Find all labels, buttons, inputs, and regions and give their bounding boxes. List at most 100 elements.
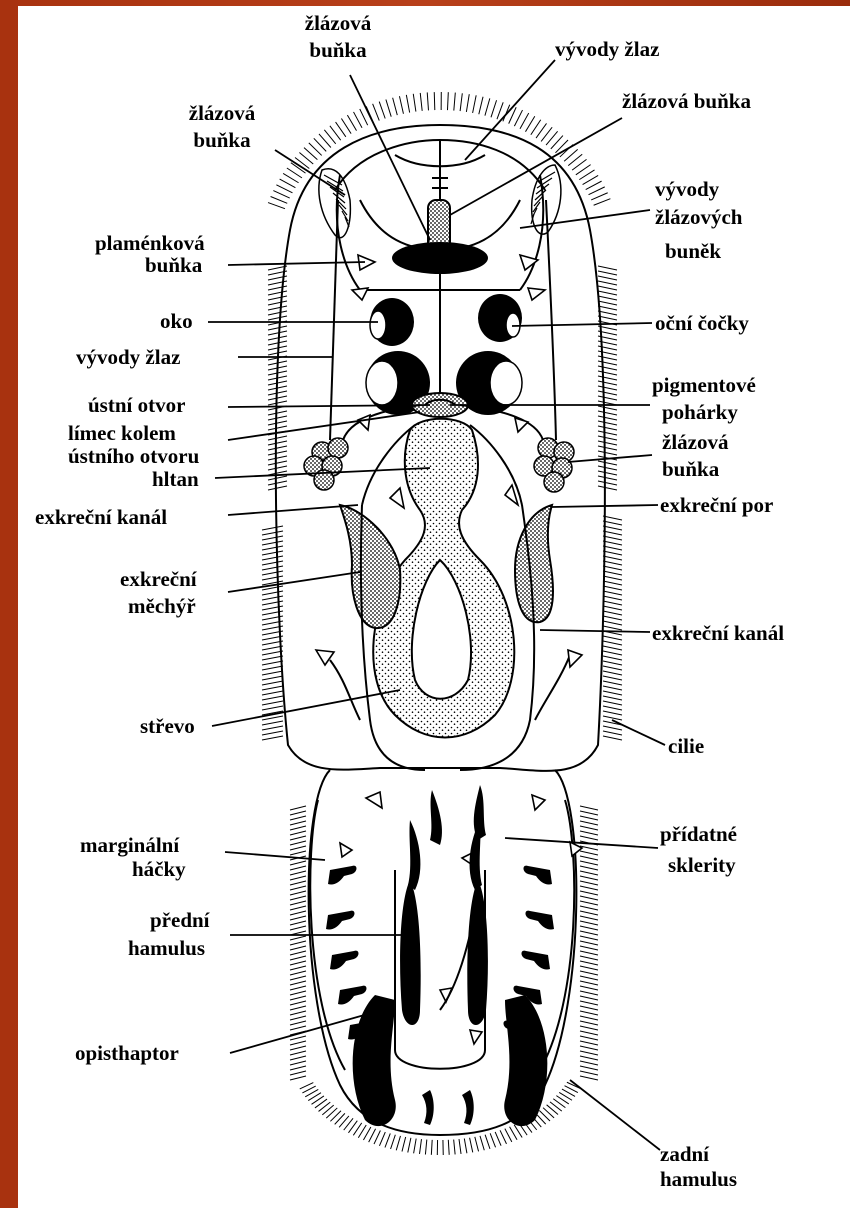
cilium <box>290 816 306 820</box>
cilium <box>290 871 306 875</box>
cilium <box>268 476 287 480</box>
cilium <box>268 446 287 450</box>
cilium <box>374 1130 380 1144</box>
cilium <box>580 1011 598 1015</box>
cilium <box>603 641 622 645</box>
cilium <box>580 981 598 985</box>
cilium <box>580 826 598 830</box>
cilium <box>360 109 368 125</box>
cilium <box>603 571 622 575</box>
cilium <box>290 821 306 825</box>
cilium <box>290 811 306 815</box>
cilium <box>475 1137 479 1152</box>
cilium <box>580 971 598 975</box>
cilium <box>580 951 598 955</box>
cilium <box>603 661 622 665</box>
cilium <box>464 1138 467 1153</box>
marginal-hook <box>462 1090 474 1125</box>
cilium <box>393 98 398 115</box>
cilium <box>268 441 287 445</box>
label-pridatne-2: sklerity <box>668 853 736 877</box>
cilium <box>262 721 283 725</box>
cilium <box>586 181 602 189</box>
cilium <box>290 976 306 980</box>
cilium <box>290 831 306 835</box>
cilium <box>268 301 287 305</box>
cilium <box>603 586 622 590</box>
cilium <box>603 666 622 670</box>
cilium <box>603 606 622 610</box>
cilium <box>580 931 598 935</box>
label-vyvody-zlazovych-1: vývody <box>655 177 720 201</box>
cilium <box>431 1140 432 1155</box>
cilium <box>580 1031 598 1035</box>
cilium <box>454 1140 455 1155</box>
cilium <box>268 481 287 485</box>
cilium <box>479 97 483 114</box>
cilium <box>514 110 522 126</box>
cilium <box>603 526 622 530</box>
cilium <box>466 94 469 112</box>
cilium <box>598 266 617 270</box>
cilium <box>290 826 306 830</box>
cilium <box>290 1001 306 1005</box>
cilium <box>427 92 428 110</box>
cilium <box>598 481 617 485</box>
cilium <box>598 466 617 470</box>
cilium <box>603 621 622 625</box>
cilium <box>598 276 617 280</box>
cilium <box>396 1136 400 1150</box>
cilium <box>290 866 306 870</box>
cilium <box>276 185 292 193</box>
cilium <box>268 203 285 209</box>
cilium <box>580 806 598 810</box>
cilium <box>598 416 617 420</box>
label-plamenkova-1: plaménková <box>95 231 205 255</box>
cilium <box>598 281 617 285</box>
cilium <box>603 546 622 550</box>
cilium <box>262 531 283 535</box>
cilium <box>268 486 287 490</box>
cilium <box>525 116 534 131</box>
cilium <box>598 306 617 310</box>
cilium <box>290 1021 306 1025</box>
cilium <box>347 115 356 131</box>
label-marginalni-1: marginální <box>80 833 180 857</box>
cilium <box>603 701 622 705</box>
haptor <box>326 785 554 1126</box>
cilium <box>598 406 617 410</box>
cilium <box>290 1056 306 1060</box>
cilium <box>580 1026 598 1030</box>
cilium <box>603 611 622 615</box>
cilium <box>603 521 622 525</box>
cilium <box>262 696 283 700</box>
cilium <box>580 976 598 980</box>
cilium <box>262 706 283 710</box>
cilium <box>290 926 306 930</box>
cilium <box>603 651 622 655</box>
cilium <box>448 1140 449 1155</box>
cilium <box>290 846 306 850</box>
cilium <box>262 596 283 600</box>
cilium <box>290 806 306 810</box>
label-plamenkova-2: buňka <box>145 253 203 277</box>
cilium <box>497 102 503 119</box>
cilium <box>580 956 598 960</box>
cilium <box>290 991 306 995</box>
cilium <box>603 671 622 675</box>
cilium <box>580 1046 598 1050</box>
label-limec-1: límec kolem <box>68 421 176 445</box>
cilium <box>510 1127 517 1140</box>
label-exkrecni-mechyr-2: měchýř <box>128 594 196 618</box>
cilium <box>290 1026 306 1030</box>
cilium <box>580 1036 598 1040</box>
cilium <box>580 986 598 990</box>
cilium <box>290 1076 306 1080</box>
marginal-hook <box>522 951 551 970</box>
cilium <box>603 581 622 585</box>
cilium <box>598 286 617 290</box>
cilium <box>603 516 622 520</box>
cilium <box>402 1137 406 1152</box>
cilium <box>603 676 622 680</box>
